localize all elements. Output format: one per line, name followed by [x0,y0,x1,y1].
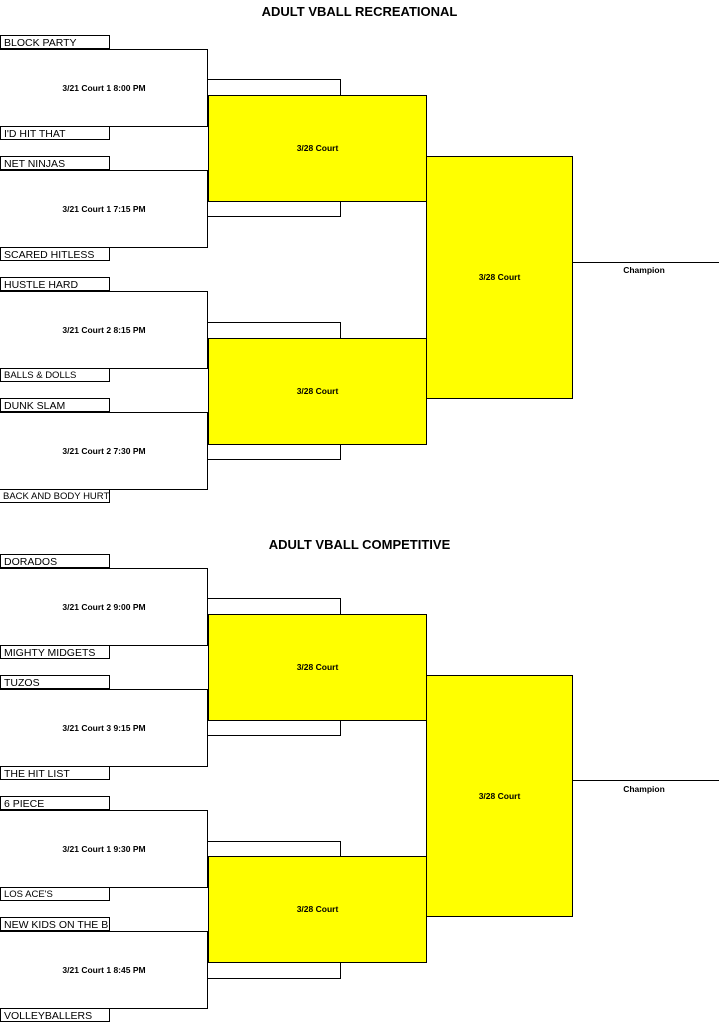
team-slot: TUZOS [0,675,110,689]
team-slot: BACK AND BODY HURTS [0,489,110,503]
match-box [0,931,208,1009]
champion-line [572,780,719,781]
final-label: 3/28 Court [478,791,521,801]
team-slot: THE HIT LIST [0,766,110,780]
final-box [426,156,573,399]
bracket-title-competitive: ADULT VBALL COMPETITIVE [268,537,451,552]
match-label: 3/21 Court 1 8:00 PM [62,83,146,93]
team-slot: SCARED HITLESS [0,247,110,261]
semifinal-label: 3/28 Court [296,662,339,672]
semifinal-label: 3/28 Court [296,904,339,914]
team-slot: VOLLEYBALLERS [0,1008,110,1022]
team-slot: HUSTLE HARD [0,277,110,291]
match-label: 3/21 Court 1 7:15 PM [62,204,146,214]
match-label: 3/21 Court 1 8:45 PM [62,965,146,975]
match-box [0,170,208,248]
final-label: 3/28 Court [478,272,521,282]
match-label: 3/21 Court 2 9:00 PM [62,602,146,612]
team-slot: I'D HIT THAT [0,126,110,140]
match-box [0,291,208,369]
match-label: 3/21 Court 2 8:15 PM [62,325,146,335]
match-label: 3/21 Court 3 9:15 PM [62,723,146,733]
semifinal-label: 3/28 Court [296,386,339,396]
final-box [426,675,573,917]
match-label: 3/21 Court 1 9:30 PM [62,844,146,854]
match-box [0,412,208,490]
team-slot: DORADOS [0,554,110,568]
match-box [0,49,208,127]
champion-label: Champion [623,784,665,794]
team-slot: BALLS & DOLLS [0,368,110,382]
match-label: 3/21 Court 2 7:30 PM [62,446,146,456]
team-slot: MIGHTY MIDGETS [0,645,110,659]
team-slot: DUNK SLAM [0,398,110,412]
semifinal-box [208,338,427,445]
team-slot: LOS ACE'S [0,887,110,901]
team-slot: NET NINJAS [0,156,110,170]
semifinal-label: 3/28 Court [296,143,339,153]
match-box [0,810,208,888]
semifinal-box [208,95,427,202]
semifinal-box [208,856,427,963]
champion-line [572,262,719,263]
team-slot: 6 PIECE [0,796,110,810]
team-slot: NEW KIDS ON THE BLOCK [0,917,110,931]
bracket-title-recreational: ADULT VBALL RECREATIONAL [261,4,458,19]
champion-label: Champion [623,265,665,275]
team-slot: BLOCK PARTY [0,35,110,49]
semifinal-box [208,614,427,721]
